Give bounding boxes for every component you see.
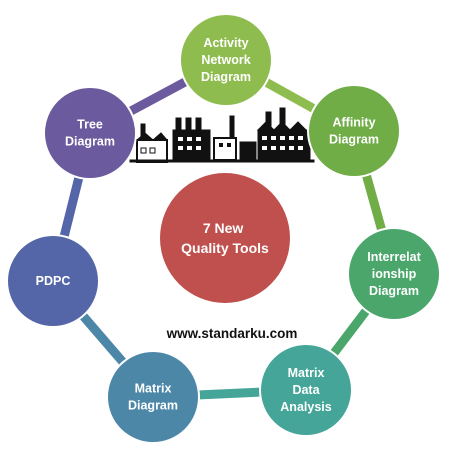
matrix-data-analysis-circle: [259, 343, 353, 437]
pdpc-circle: [6, 234, 100, 328]
tree-diagram-label-line-2: Diagram: [65, 135, 115, 149]
interrelationship-diagram-label-line-2: ionship: [372, 267, 417, 281]
interrelationship-diagram-label-line-1: Interrelat: [367, 250, 421, 264]
tree-diagram-label-line-1: Tree: [77, 118, 103, 132]
affinity-diagram-label-line-2: Diagram: [329, 133, 379, 147]
node-pdpc: PDPC: [6, 234, 100, 328]
website-url: www.standarku.com: [166, 326, 298, 341]
svg-text:7 New Quality Tools: 7 New Quality Tools: [181, 220, 269, 256]
center-circle: [160, 173, 290, 303]
factory-skyline-icon: [129, 107, 315, 163]
center-node: 7 New Quality Tools: [160, 173, 290, 303]
matrix-data-analysis-label-line-1: Matrix: [288, 366, 325, 380]
interrelationship-diagram-circle: [347, 227, 441, 321]
matrix-diagram-label-line-2: Diagram: [128, 399, 178, 413]
tree-diagram-circle: [43, 86, 137, 180]
activity-network-diagram-label-line-2: Network: [201, 53, 250, 67]
center-label-line-1: 7 New: [203, 220, 244, 236]
activity-network-diagram-circle: [179, 13, 273, 107]
matrix-diagram-label-line-1: Matrix: [135, 382, 172, 396]
matrix-data-analysis-label-line-3: Analysis: [280, 400, 331, 414]
pdpc-label-line-1: PDPC: [36, 274, 71, 288]
activity-network-diagram-label-line-3: Diagram: [201, 70, 251, 84]
affinity-diagram-circle: [307, 84, 401, 178]
pdpc-label: PDPC: [36, 274, 71, 288]
matrix-data-analysis-label-line-2: Data: [292, 383, 320, 397]
affinity-diagram-label-line-1: Affinity: [332, 116, 375, 130]
activity-network-diagram-label-line-1: Activity: [203, 36, 248, 50]
interrelationship-diagram-label-line-3: Diagram: [369, 284, 419, 298]
matrix-diagram-circle: [106, 350, 200, 444]
center-label-line-2: Quality Tools: [181, 240, 269, 256]
